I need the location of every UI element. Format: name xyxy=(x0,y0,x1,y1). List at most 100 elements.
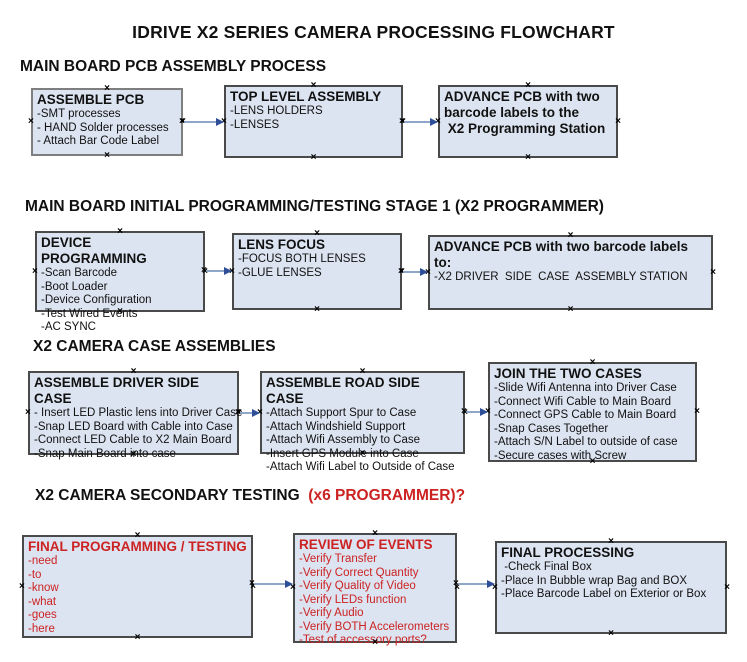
connector-arrow[interactable]: × xyxy=(453,578,495,589)
connection-handle-icon[interactable]: × xyxy=(130,449,137,460)
connection-handle-icon[interactable]: × xyxy=(399,115,405,127)
node-title: FINAL PROGRAMMING / TESTING xyxy=(28,539,247,554)
node-item: -here xyxy=(28,622,55,635)
connector-line xyxy=(206,270,226,272)
connection-handle-icon[interactable]: × xyxy=(104,83,110,94)
node-item-list: -X2 DRIVER SIDE CASE ASSEMBLY STATION xyxy=(430,271,711,285)
connection-handle-icon[interactable]: × xyxy=(202,266,208,277)
connection-handle-icon[interactable]: × xyxy=(310,80,317,91)
node-item: -Attach Support Spur to Case xyxy=(266,407,417,419)
connection-handle-icon[interactable]: × xyxy=(134,632,141,643)
connector-line xyxy=(240,412,254,414)
connection-handle-icon[interactable]: × xyxy=(525,152,531,163)
connection-handle-icon[interactable]: × xyxy=(236,408,242,418)
connection-handle-icon[interactable]: × xyxy=(400,116,406,127)
connection-handle-icon[interactable]: × xyxy=(32,265,38,277)
connection-handle-icon[interactable]: × xyxy=(461,405,467,417)
node-item: - Insert LED Plastic lens into Driver Ca… xyxy=(34,407,243,419)
connection-handle-icon[interactable]: × xyxy=(589,357,596,368)
connection-handle-icon[interactable]: × xyxy=(314,304,320,315)
process-node[interactable]: ASSEMBLE PCB-SMT processes- HAND Solder … xyxy=(28,84,186,161)
node-item: -to xyxy=(28,568,42,581)
connection-handle-icon[interactable]: × xyxy=(525,80,531,91)
connection-handle-icon[interactable]: × xyxy=(235,406,241,418)
connection-handle-icon[interactable]: × xyxy=(201,264,207,276)
process-node[interactable]: REVIEW OF EVENTS-Verify Transfer-Verify … xyxy=(290,529,460,648)
connection-handle-icon[interactable]: × xyxy=(28,116,34,127)
connection-handle-icon[interactable]: × xyxy=(310,152,317,163)
node-item: -Slide Wifi Antenna into Driver Case xyxy=(494,382,677,394)
connector-line xyxy=(404,121,432,123)
process-node[interactable]: TOP LEVEL ASSEMBLY-LENS HOLDERS-LENSES××… xyxy=(221,81,406,163)
connection-handle-icon[interactable]: × xyxy=(250,580,256,592)
connection-handle-icon[interactable]: × xyxy=(359,366,366,377)
process-node[interactable]: FINAL PROGRAMMING / TESTING-need-to-know… xyxy=(19,531,256,643)
process-node[interactable]: ADVANCE PCB with two barcode labels to:-… xyxy=(425,231,716,315)
connection-handle-icon[interactable]: × xyxy=(117,226,123,237)
connection-handle-icon[interactable]: × xyxy=(19,580,25,592)
connection-handle-icon[interactable]: × xyxy=(180,117,186,127)
connection-handle-icon[interactable]: × xyxy=(567,304,574,315)
connection-handle-icon[interactable]: × xyxy=(134,530,141,541)
arrow-head-icon xyxy=(285,579,293,588)
connection-handle-icon[interactable]: × xyxy=(399,266,405,277)
connector-arrow[interactable]: × xyxy=(249,578,293,589)
node-item: - HAND Solder processes xyxy=(37,121,169,134)
connection-handle-icon[interactable]: × xyxy=(249,577,255,589)
node-item: -Snap Cases Together xyxy=(494,422,609,435)
connection-handle-icon[interactable]: × xyxy=(104,150,110,161)
connector-arrow[interactable]: × xyxy=(399,116,438,127)
connection-handle-icon[interactable]: × xyxy=(453,577,459,589)
connection-handle-icon[interactable]: × xyxy=(462,407,468,418)
connector-line xyxy=(403,271,422,273)
connection-handle-icon[interactable]: × xyxy=(117,306,123,317)
connection-handle-icon[interactable]: × xyxy=(710,266,716,278)
connection-handle-icon[interactable]: × xyxy=(608,536,614,547)
connector-arrow[interactable]: × xyxy=(461,406,488,417)
connector-arrow[interactable]: × xyxy=(179,116,224,127)
connection-handle-icon[interactable]: × xyxy=(359,448,366,459)
process-node[interactable]: DEVICE PROGRAMMING-Scan Barcode-Boot Loa… xyxy=(32,227,208,334)
connection-handle-icon[interactable]: × xyxy=(179,115,185,127)
node-item-list: - Insert LED Plastic lens into Driver Ca… xyxy=(30,407,243,461)
connection-handle-icon[interactable]: × xyxy=(724,581,730,593)
connection-handle-icon[interactable]: × xyxy=(130,366,137,377)
connection-handle-icon[interactable]: × xyxy=(454,582,460,593)
connector-arrow[interactable]: × xyxy=(235,407,260,418)
connection-handle-icon[interactable]: × xyxy=(608,628,614,639)
section-header: MAIN BOARD PCB ASSEMBLY PROCESS xyxy=(20,58,326,76)
process-node[interactable]: ASSEMBLE ROAD SIDE CASE-Attach Support S… xyxy=(257,367,468,474)
process-node[interactable]: ASSEMBLE DRIVER SIDE CASE- Insert LED Pl… xyxy=(25,367,242,460)
connection-handle-icon[interactable]: × xyxy=(314,228,320,239)
flowchart-title: IDRIVE X2 SERIES CAMERA PROCESSING FLOWC… xyxy=(132,22,615,42)
node-item-list: -LENS HOLDERS-LENSES xyxy=(226,105,401,132)
connection-handle-icon[interactable]: × xyxy=(372,637,378,648)
node-item: -Check Final Box xyxy=(501,561,592,573)
process-node[interactable]: JOIN THE TWO CASES-Slide Wifi Antenna in… xyxy=(485,358,700,467)
node-item: -Verify Transfer xyxy=(299,553,377,565)
node-item-list: -FOCUS BOTH LENSES-GLUE LENSES xyxy=(234,253,400,280)
node-item-list: -need-to-know-what-goes-here xyxy=(24,555,251,636)
node-item: -need xyxy=(28,555,58,567)
connection-handle-icon[interactable]: × xyxy=(615,115,621,127)
process-node[interactable]: FINAL PROCESSING -Check Final Box-Place … xyxy=(492,537,730,639)
connection-handle-icon[interactable]: × xyxy=(290,582,296,593)
connection-handle-icon[interactable]: × xyxy=(567,230,574,241)
connector-arrow[interactable]: × xyxy=(398,266,428,277)
node-item: -LENSES xyxy=(230,118,280,131)
node-title-line: X2 Programming Station xyxy=(444,121,606,136)
node-item: -LENS HOLDERS xyxy=(230,105,323,117)
node-item: - Attach Bar Code Label xyxy=(37,135,160,147)
node-item: -Device Configuration xyxy=(41,294,152,306)
node-title: DEVICE PROGRAMMING xyxy=(41,235,147,266)
process-node[interactable]: LENS FOCUS-FOCUS BOTH LENSES-GLUE LENSES… xyxy=(229,229,405,315)
connection-handle-icon[interactable]: × xyxy=(25,407,31,418)
connector-line xyxy=(458,583,489,585)
connection-handle-icon[interactable]: × xyxy=(398,265,404,277)
connection-handle-icon[interactable]: × xyxy=(694,406,700,417)
connector-arrow[interactable]: × xyxy=(201,265,232,276)
connection-handle-icon[interactable]: × xyxy=(589,456,596,467)
node-title: TOP LEVEL ASSEMBLY xyxy=(230,89,382,104)
connection-handle-icon[interactable]: × xyxy=(372,528,378,539)
